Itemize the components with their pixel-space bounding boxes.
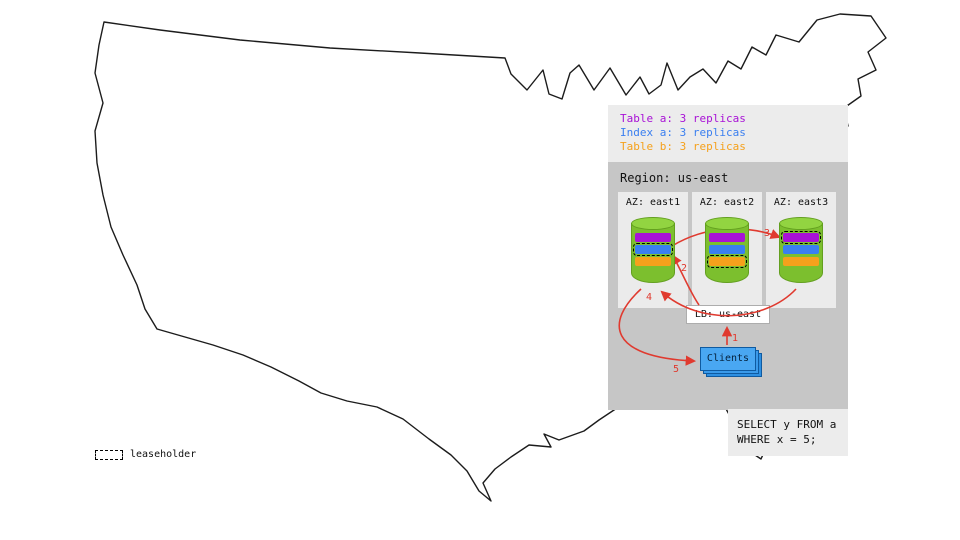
- replica-legend: Table a: 3 replicas Index a: 3 replicas …: [608, 105, 848, 162]
- cylinder-top: [779, 217, 823, 230]
- legend-table-b: Table b: 3 replicas: [620, 140, 746, 153]
- cylinder-top: [705, 217, 749, 230]
- az-east3: AZ: east3: [766, 192, 836, 308]
- legend-index-a: Index a: 3 replicas: [620, 126, 746, 139]
- az-east3-label: AZ: east3: [773, 197, 829, 208]
- legend-table-a: Table a: 3 replicas: [620, 112, 746, 125]
- table-a-replica-leaseholder: [781, 231, 821, 244]
- cylinder-top: [631, 217, 675, 230]
- table-b-replica: [635, 257, 671, 266]
- az-east1: AZ: east1: [618, 192, 688, 308]
- database-node-east1: [630, 217, 676, 289]
- leaseholder-key-label: leaseholder: [130, 449, 197, 460]
- az-east2-label: AZ: east2: [699, 197, 755, 208]
- az-east2: AZ: east2: [692, 192, 762, 308]
- sql-line-2: WHERE x = 5;: [737, 433, 817, 446]
- clients-box: Clients: [700, 347, 756, 371]
- table-b-replica: [783, 257, 819, 266]
- database-node-east2: [704, 217, 750, 289]
- table-b-replica-leaseholder: [707, 255, 747, 268]
- leaseholder-dashed-swatch: [95, 449, 123, 460]
- index-a-replica: [709, 245, 745, 254]
- clients-stack: Clients: [700, 347, 764, 379]
- table-a-replica: [635, 233, 671, 242]
- sql-line-1: SELECT y FROM a: [737, 418, 837, 431]
- index-a-replica-leaseholder: [633, 243, 673, 256]
- region-panel: Region: us-east AZ: east1 AZ: east2: [608, 162, 848, 410]
- leaseholder-key: leaseholder: [95, 449, 196, 460]
- sql-query-box: SELECT y FROM a WHERE x = 5;: [728, 409, 848, 456]
- az-east1-label: AZ: east1: [625, 197, 681, 208]
- region-title: Region: us-east: [620, 171, 729, 185]
- table-a-replica: [709, 233, 745, 242]
- index-a-replica: [783, 245, 819, 254]
- database-node-east3: [778, 217, 824, 289]
- load-balancer: LB: us-east: [686, 305, 770, 324]
